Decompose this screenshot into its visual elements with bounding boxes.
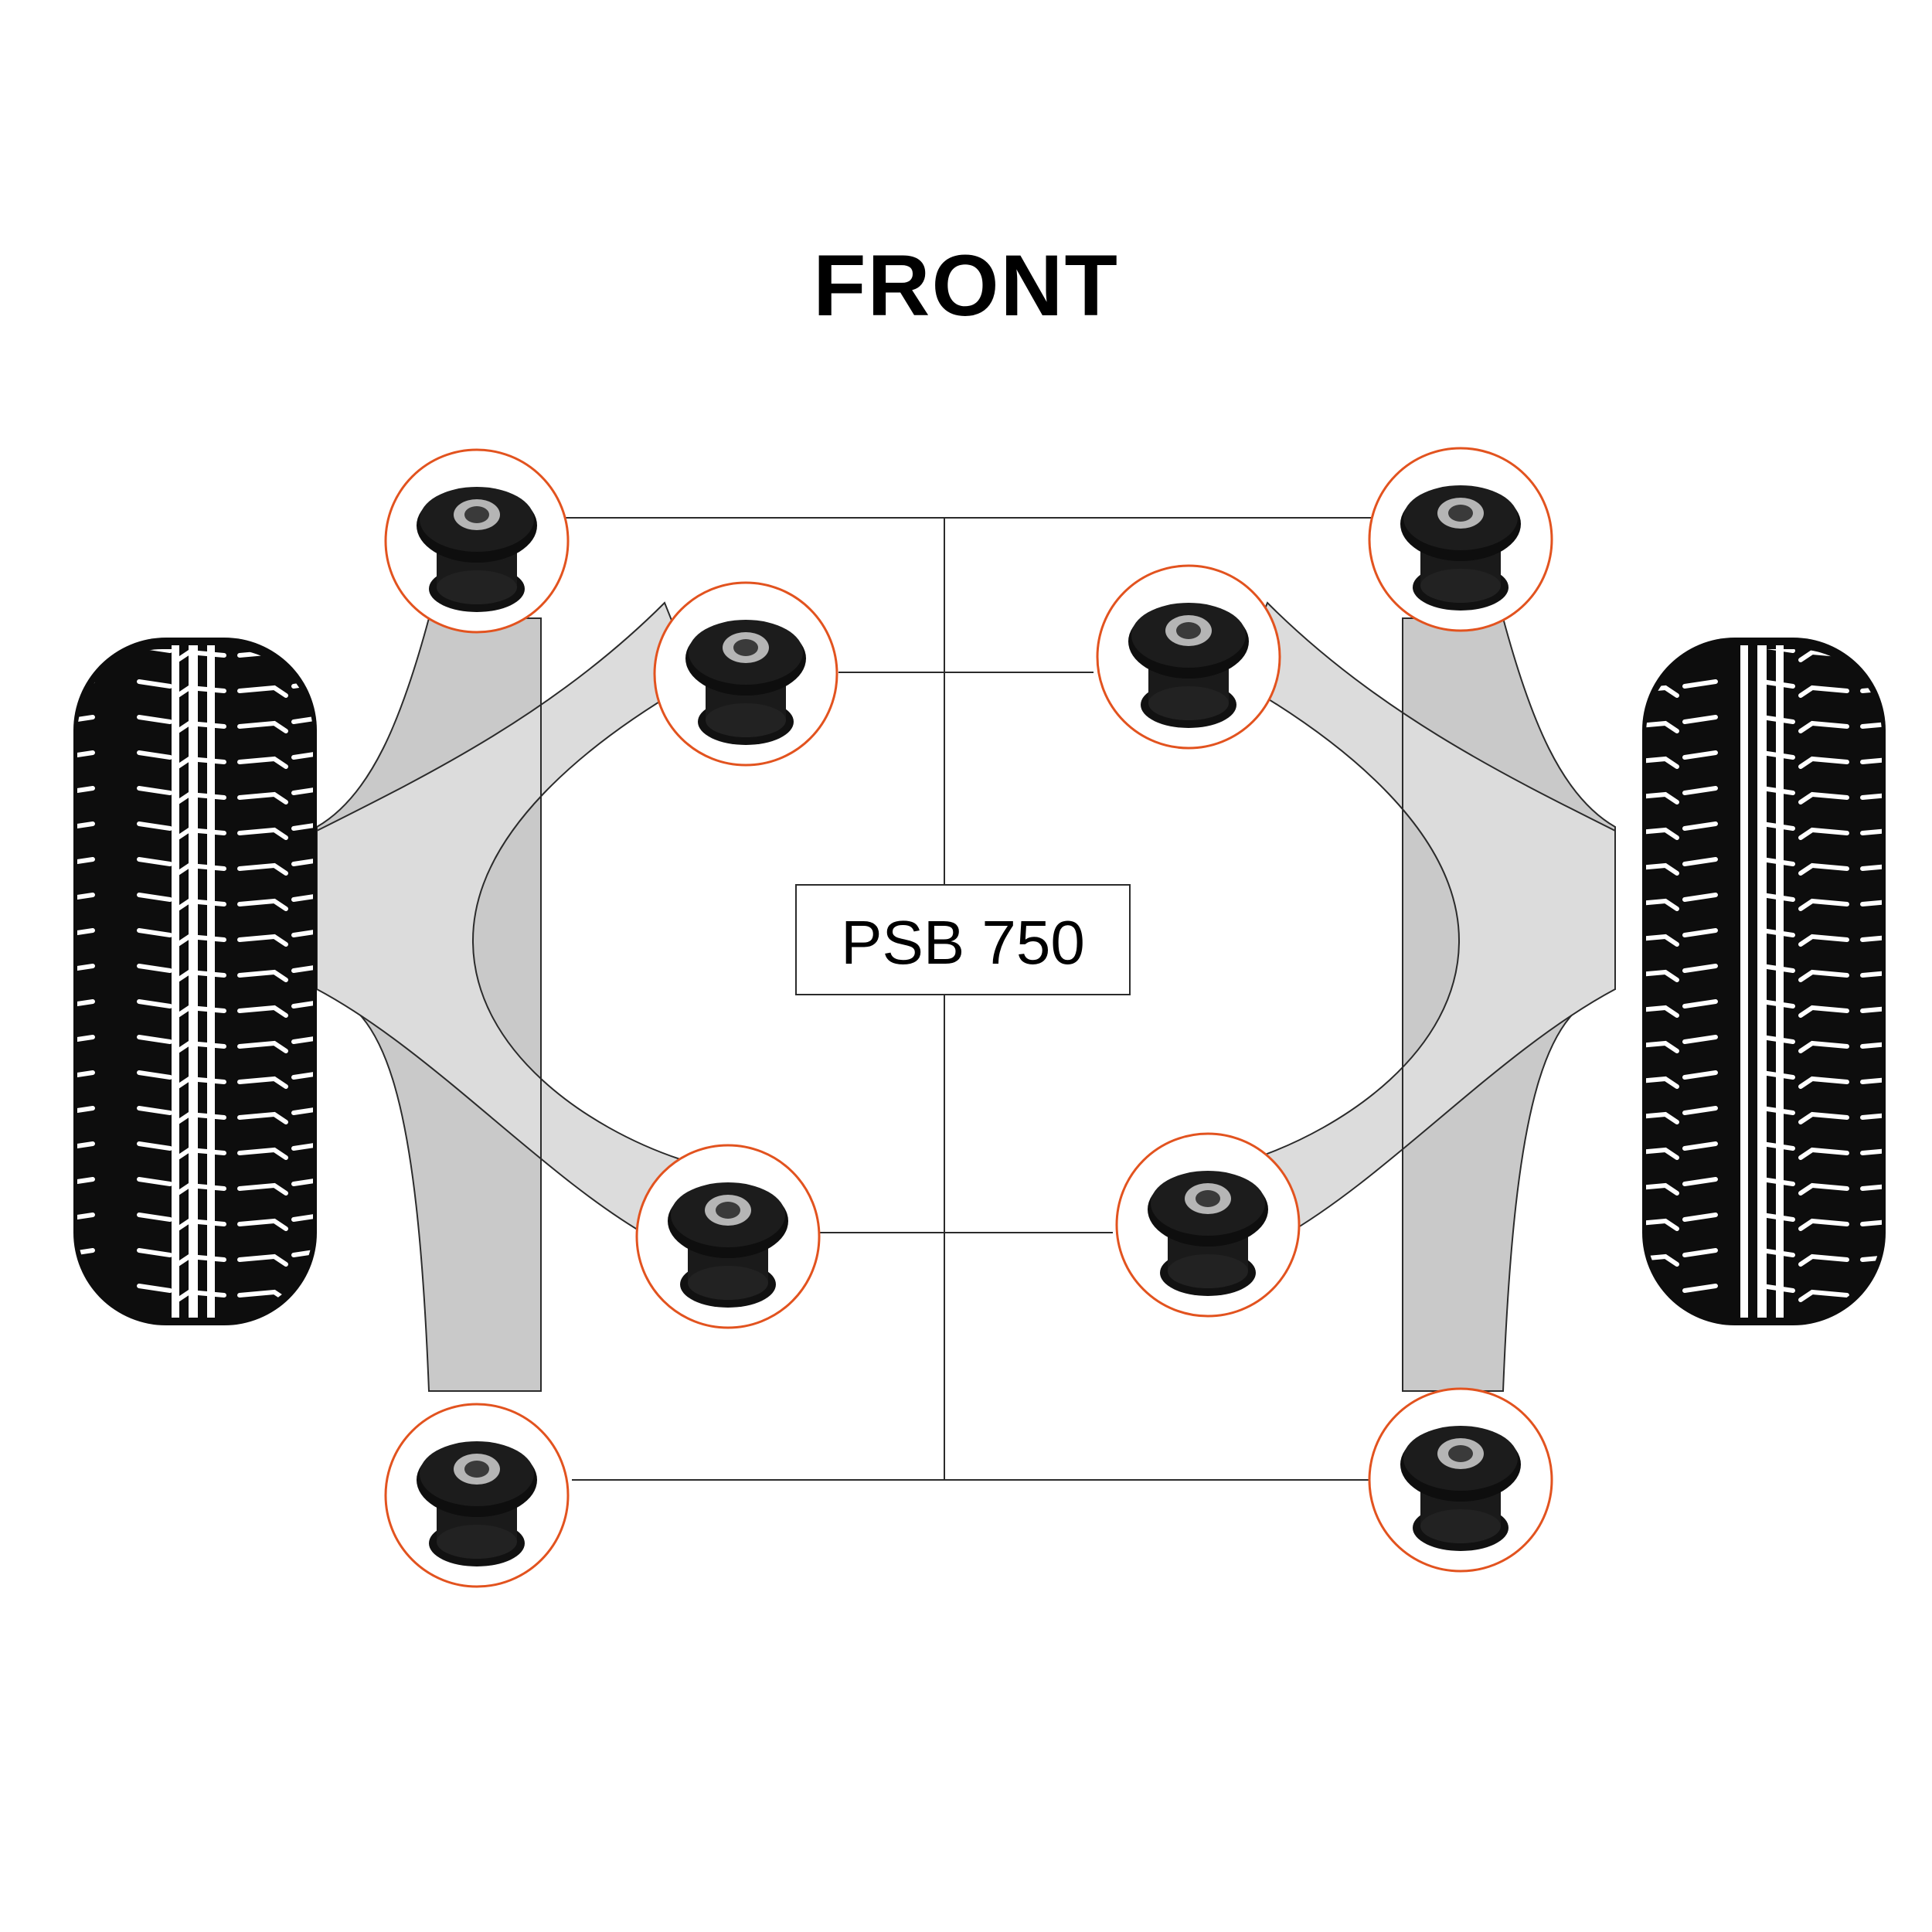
connector-lines bbox=[540, 517, 1403, 1481]
bushes bbox=[384, 447, 1553, 1588]
polyurethane-bush-icon bbox=[1096, 564, 1281, 750]
part-code-box: PSB 750 bbox=[795, 884, 1131, 995]
front-heading: FRONT bbox=[813, 237, 1119, 334]
polyurethane-bush-icon bbox=[1368, 1387, 1553, 1573]
polyurethane-bush-icon bbox=[1115, 1132, 1301, 1318]
polyurethane-bush-icon bbox=[384, 448, 570, 634]
left-tyre bbox=[73, 638, 317, 1325]
part-code-label: PSB 750 bbox=[841, 908, 1085, 977]
suspension-arms bbox=[316, 601, 1616, 1392]
polyurethane-bush-icon bbox=[1368, 447, 1553, 632]
right-tyre bbox=[1642, 638, 1886, 1325]
polyurethane-bush-icon bbox=[635, 1144, 821, 1329]
polyurethane-bush-icon bbox=[384, 1403, 570, 1588]
polyurethane-bush-icon bbox=[653, 581, 838, 767]
